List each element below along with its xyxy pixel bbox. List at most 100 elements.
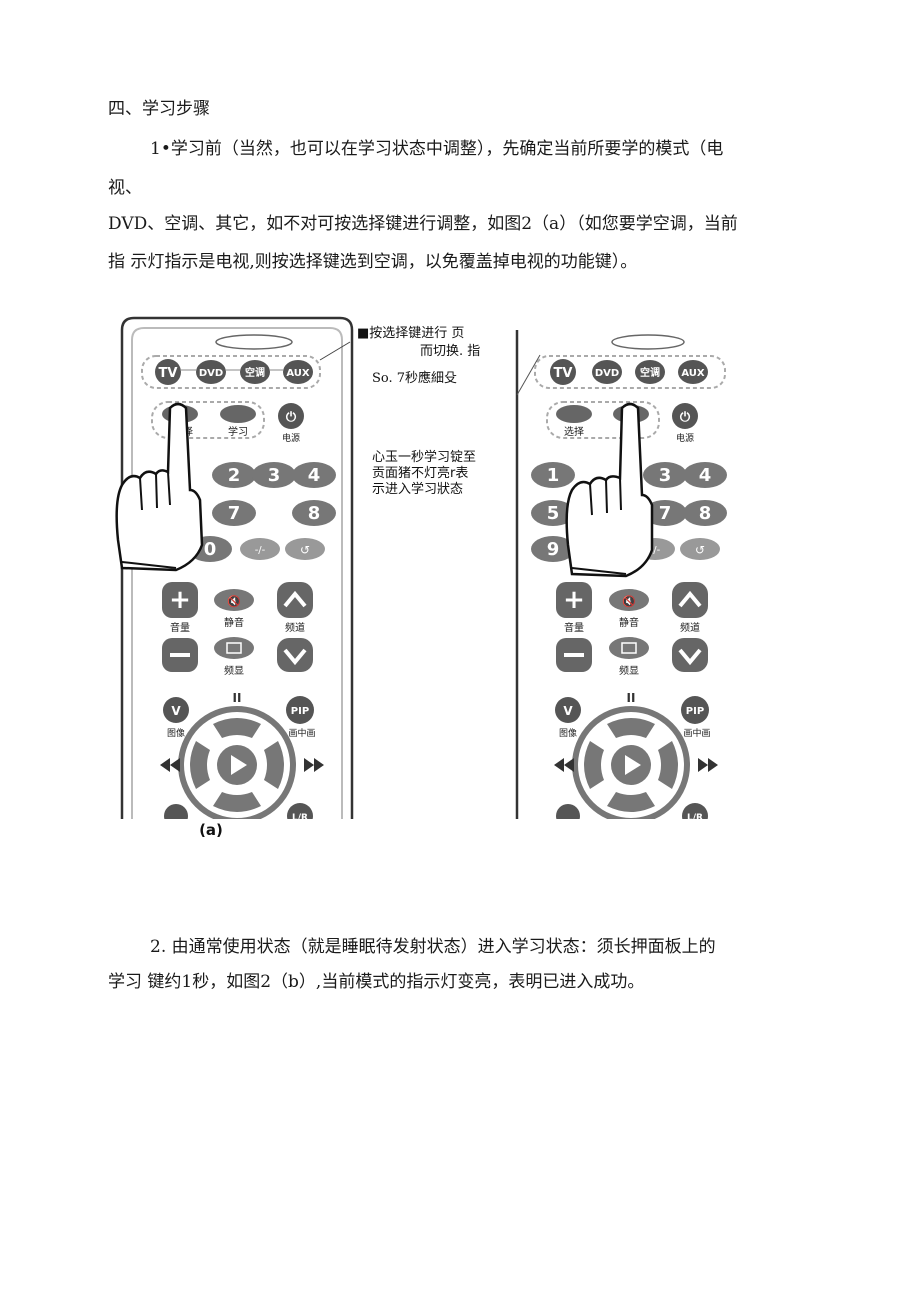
num-8-button[interactable] — [292, 500, 336, 526]
num-9-button[interactable] — [531, 536, 575, 562]
display-label: 频显 — [224, 664, 244, 677]
pause-icon: II — [627, 691, 636, 705]
num-7-label: 7 — [228, 503, 241, 524]
display-button[interactable] — [214, 637, 254, 659]
mode-dvd-button[interactable] — [592, 360, 622, 384]
mode-ac-label: 空调 — [245, 366, 265, 379]
mode-ac-button[interactable] — [240, 360, 270, 384]
mute-label: 静音 — [224, 616, 244, 629]
num-2-button[interactable] — [212, 462, 256, 488]
mode-tv-label: TV — [159, 366, 178, 381]
num-3-button[interactable] — [643, 462, 687, 488]
channel-down-button[interactable] — [277, 638, 313, 672]
select-button[interactable] — [556, 405, 592, 423]
record-button[interactable] — [164, 804, 188, 828]
mute-icon: 🔇 — [227, 595, 241, 608]
return-button[interactable] — [680, 538, 720, 560]
volume-up-button[interactable] — [162, 582, 198, 618]
learn-button[interactable] — [220, 405, 256, 423]
step1-line2: 视、 — [108, 178, 142, 198]
dpad-right-button[interactable] — [264, 741, 284, 789]
num-9-label: 9 — [547, 539, 560, 560]
annotation-a-line2: 而切换. 指 — [420, 344, 481, 359]
num-4-button[interactable] — [683, 462, 727, 488]
num-5-button[interactable] — [531, 500, 575, 526]
mode-tv-label: TV — [554, 366, 573, 381]
mode-tv-button[interactable] — [550, 359, 576, 385]
num-7-button[interactable] — [643, 500, 687, 526]
num-3-button[interactable] — [252, 462, 296, 488]
minus-icon — [564, 653, 584, 657]
power-button[interactable] — [278, 403, 304, 429]
image-label: 图像 — [167, 727, 185, 739]
annotation-a-line3: So. 7秒應細殳 — [372, 371, 458, 386]
fast-forward-icon — [698, 758, 718, 772]
power-button[interactable] — [672, 403, 698, 429]
dash-button[interactable] — [240, 538, 280, 560]
mode-aux-label: AUX — [286, 368, 310, 379]
lr-button[interactable] — [682, 803, 708, 829]
power-icon: ⏻ — [286, 410, 297, 425]
mute-button[interactable] — [214, 589, 254, 611]
display-label: 频显 — [619, 664, 639, 677]
mode-aux-button[interactable] — [678, 360, 708, 384]
dpad-right-button[interactable] — [658, 741, 678, 789]
annotation-b-line3: 示进入学习狀态 — [372, 482, 464, 497]
play-icon — [231, 755, 247, 775]
dpad-up-button[interactable] — [607, 718, 655, 738]
mode-ac-button[interactable] — [635, 360, 665, 384]
num-8-button[interactable] — [683, 500, 727, 526]
channel-up-button[interactable] — [672, 582, 708, 618]
num-1-label: 1 — [547, 465, 560, 486]
dpad-up-button[interactable] — [213, 718, 261, 738]
dpad-down-button[interactable] — [213, 792, 261, 812]
lr-button[interactable] — [287, 803, 313, 829]
return-button[interactable] — [285, 538, 325, 560]
v-label: V — [563, 704, 573, 718]
annotation-b-line2: 贡面猪不灯亮r表 — [372, 466, 469, 481]
brand-logo-icon — [611, 334, 685, 350]
pip-label: PIP — [686, 706, 704, 717]
mode-ac-label: 空调 — [640, 366, 660, 379]
num-4-button[interactable] — [292, 462, 336, 488]
dpad-left-button[interactable] — [584, 741, 604, 789]
volume-up-button[interactable] — [556, 582, 592, 618]
dpad-down-button[interactable] — [607, 792, 655, 812]
pip-caption: 画中画 — [683, 727, 710, 739]
pip-button[interactable] — [681, 696, 709, 724]
record-button[interactable] — [556, 804, 580, 828]
display-button[interactable] — [609, 637, 649, 659]
channel-label: 频道 — [680, 621, 700, 634]
caption-a: (a) — [199, 821, 223, 839]
return-icon: ↺ — [300, 543, 310, 557]
step1-line4: 指 示灯指示是电视,则按选择键选到空调，以免覆盖掉电视的功能键）。 — [108, 252, 638, 272]
mode-dvd-label: DVD — [199, 368, 223, 379]
mode-tv-button[interactable] — [155, 359, 181, 385]
return-icon: ↺ — [695, 543, 705, 557]
mode-dvd-button[interactable] — [196, 360, 226, 384]
mode-aux-button[interactable] — [283, 360, 313, 384]
pip-label: PIP — [291, 706, 309, 717]
chevron-down-icon — [283, 648, 307, 666]
remote-figure: TV DVD 空调 AUX 择 学习 ⏻ 电源 2 3 4 — [0, 300, 920, 860]
minus-icon — [170, 653, 190, 657]
num-7-button[interactable] — [212, 500, 256, 526]
mute-icon: 🔇 — [622, 595, 636, 608]
v-button[interactable] — [555, 697, 581, 723]
pip-button[interactable] — [286, 696, 314, 724]
channel-up-button[interactable] — [277, 582, 313, 618]
channel-down-button[interactable] — [672, 638, 708, 672]
plus-icon: + — [169, 585, 191, 615]
volume-label: 音量 — [564, 621, 584, 634]
v-button[interactable] — [163, 697, 189, 723]
rewind-icon — [554, 758, 574, 772]
dpad-left-button[interactable] — [190, 741, 210, 789]
remote-illustrations: TV DVD 空调 AUX 择 学习 ⏻ 电源 2 3 4 — [115, 316, 727, 839]
mute-button[interactable] — [609, 589, 649, 611]
remote-b: TV DVD 空调 AUX 选择 习 ⏻ 电源 1 3 4 5 7 — [515, 330, 727, 829]
channel-label: 频道 — [285, 621, 305, 634]
pip-caption: 画中画 — [288, 727, 315, 739]
power-label: 电源 — [676, 432, 694, 444]
chevron-up-icon — [283, 590, 307, 608]
num-1-button[interactable] — [531, 462, 575, 488]
